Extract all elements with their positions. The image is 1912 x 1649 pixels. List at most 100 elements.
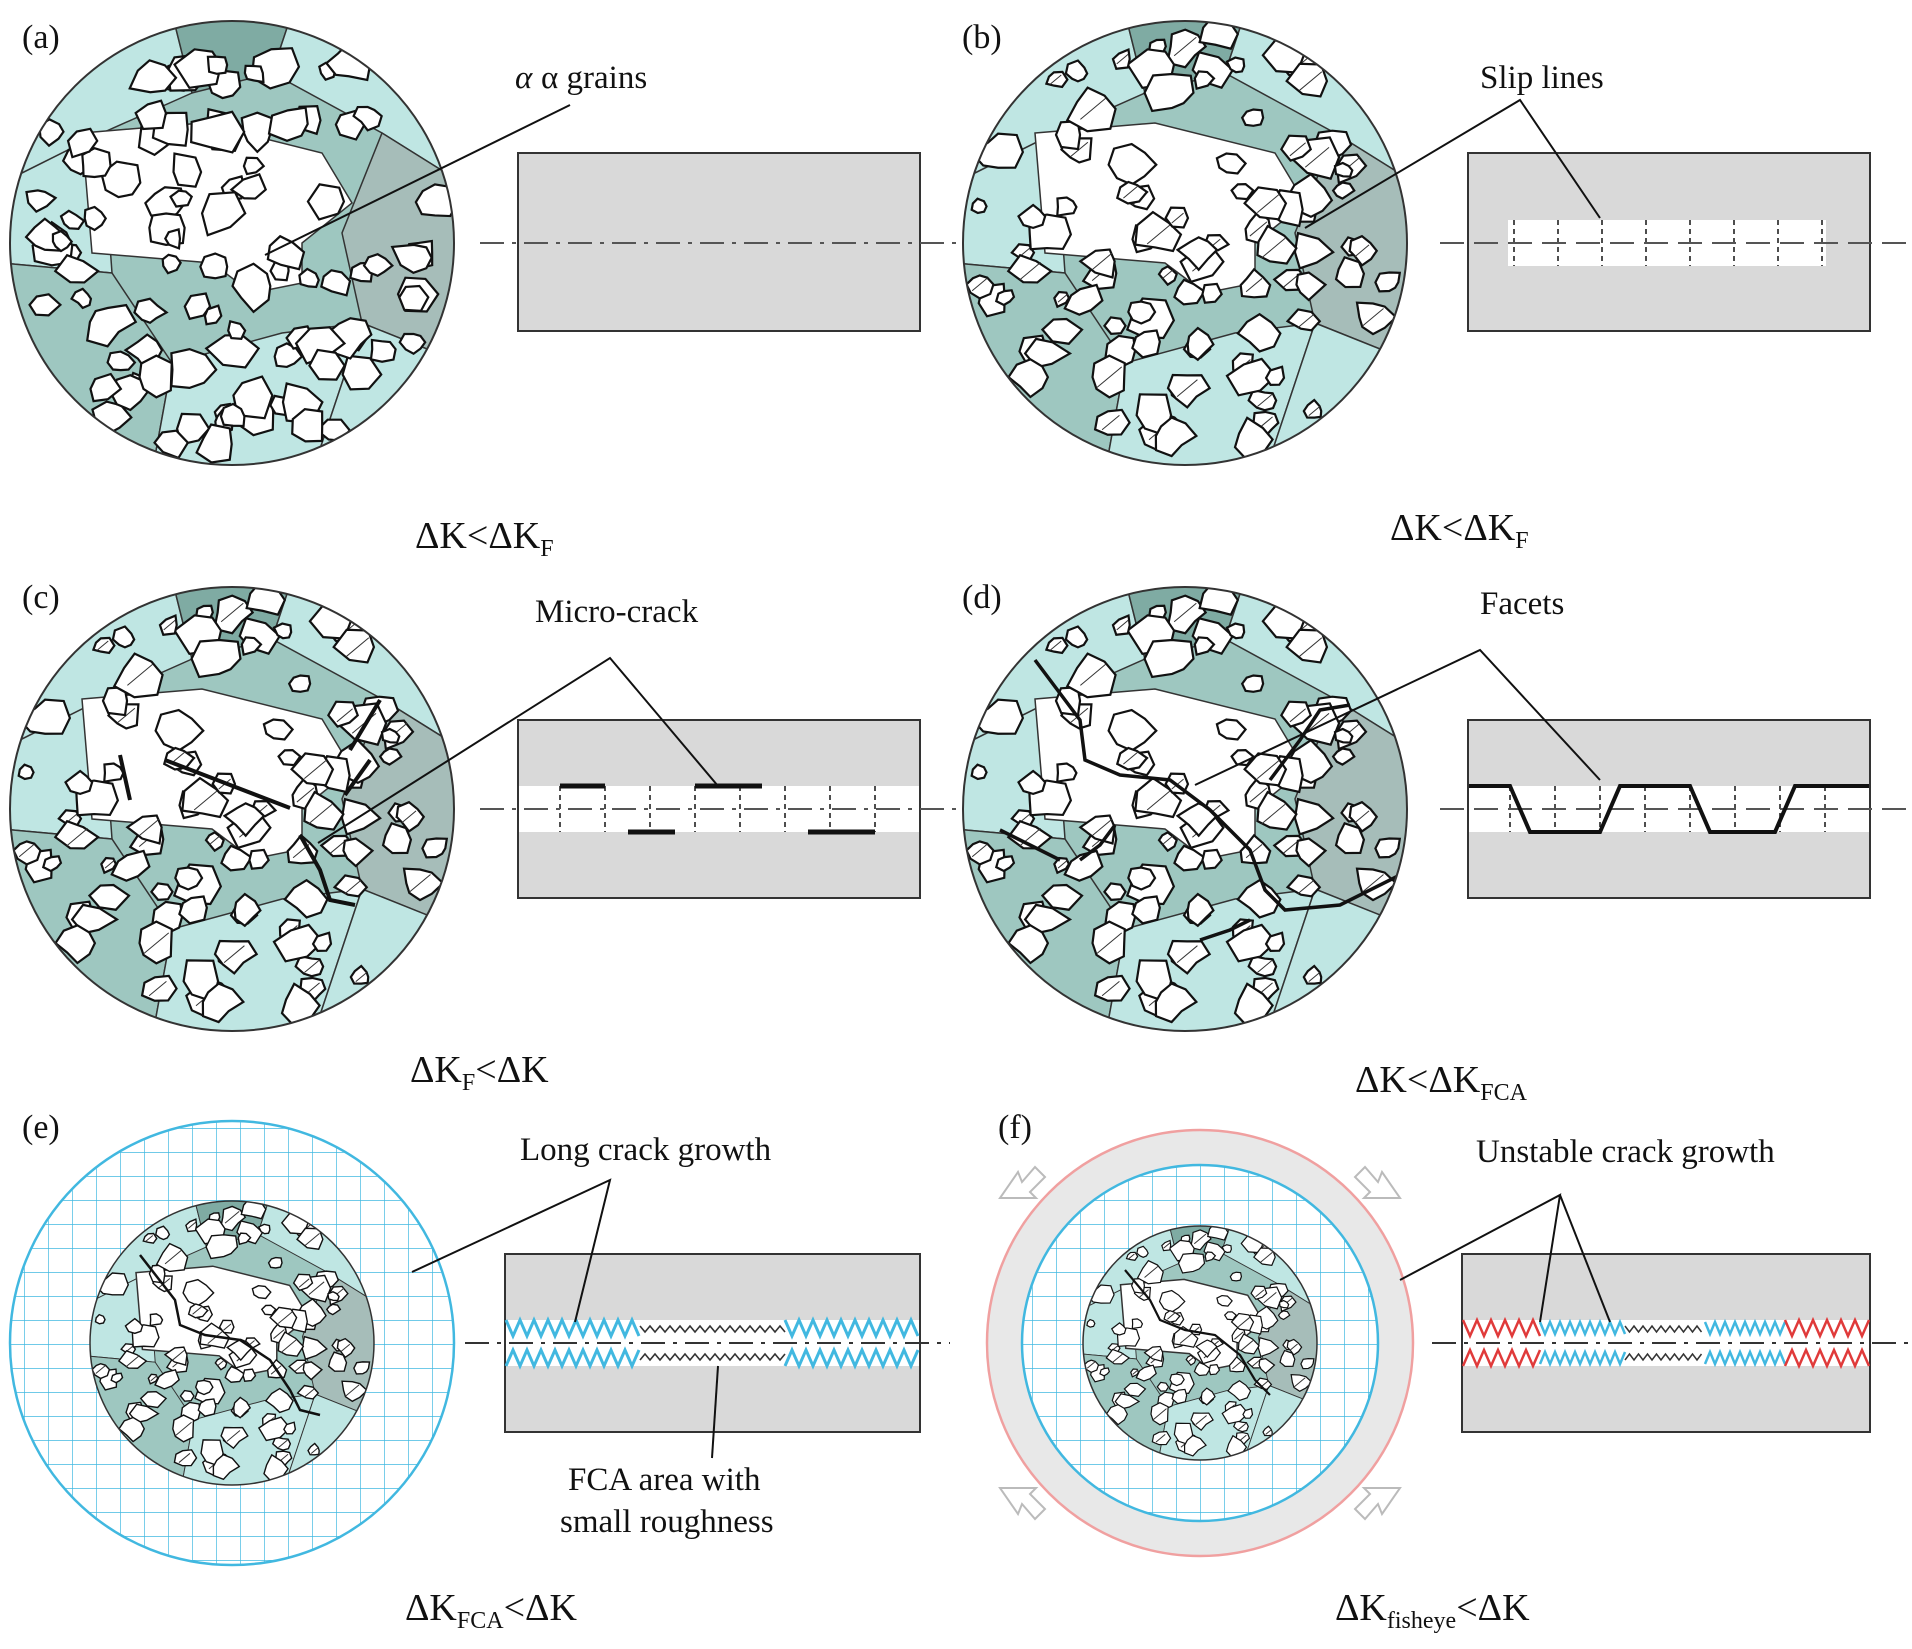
alpha-grain <box>1103 882 1127 901</box>
alpha-grain <box>134 99 168 131</box>
alpha-grain <box>381 821 413 855</box>
alpha-grain <box>269 1306 298 1329</box>
alpha-grain <box>1078 248 1116 279</box>
alpha-grain <box>164 228 182 250</box>
slip-line <box>1308 406 1321 417</box>
crack-profile <box>1703 1348 1787 1368</box>
alpha-grain <box>242 156 266 176</box>
slip-line <box>145 1235 154 1242</box>
alpha-grain <box>325 1303 342 1316</box>
alpha-grain <box>212 1453 241 1481</box>
alpha-grain <box>155 1225 171 1241</box>
slip-line <box>1116 53 1129 65</box>
condition-d: ΔK<ΔKFCA <box>1355 1059 1528 1106</box>
slip-line <box>1263 1291 1277 1304</box>
alpha-grain <box>172 1414 195 1443</box>
alpha-grain <box>1131 1318 1144 1330</box>
alpha-grain <box>298 267 320 289</box>
alpha-grain <box>1143 638 1195 679</box>
alpha-grain <box>231 262 272 314</box>
crack-profile <box>1461 1346 1542 1370</box>
alpha-grain <box>182 1278 215 1307</box>
slip-line <box>1237 1316 1251 1328</box>
alpha-grain <box>243 64 265 84</box>
alpha-grain <box>1183 1434 1207 1457</box>
alpha-grain <box>174 866 204 891</box>
slip-line <box>1146 790 1171 811</box>
alpha-grain <box>187 1303 209 1319</box>
slip-line <box>1297 880 1314 895</box>
alpha-grain <box>237 1232 252 1246</box>
alpha-grain <box>1169 1373 1185 1387</box>
slip-line <box>143 932 170 954</box>
slip-line <box>1101 414 1120 431</box>
alpha-grain <box>1216 1294 1233 1307</box>
slip-line <box>192 1305 203 1315</box>
slip-line <box>345 1384 360 1397</box>
alpha-grain <box>283 878 329 919</box>
alpha-grain <box>213 594 255 635</box>
alpha-grain <box>111 625 136 649</box>
callout-a: α grains <box>541 60 647 96</box>
alpha-grain <box>1374 271 1402 293</box>
slip-line <box>1167 1312 1176 1320</box>
alpha-grain <box>1091 354 1126 399</box>
alpha-grain <box>87 883 131 911</box>
slip-line <box>304 960 320 973</box>
alpha-grain <box>64 769 94 796</box>
alpha-grain <box>128 59 178 94</box>
alpha-grain <box>195 423 233 464</box>
alpha-grain <box>1166 28 1208 69</box>
alpha-grain <box>1017 203 1047 230</box>
alpha-grain <box>227 319 247 340</box>
alpha-grain <box>1127 866 1157 891</box>
alpha-grain <box>1227 1380 1252 1402</box>
alpha-grain <box>1154 982 1199 1024</box>
callout-d: Facets <box>1480 586 1564 622</box>
panel-label-e: (e) <box>22 1109 60 1146</box>
alpha-grain <box>110 849 151 882</box>
slip-line <box>1261 238 1286 259</box>
micro-cracks-in-grains-c <box>118 698 382 907</box>
alpha-grain <box>1186 326 1215 362</box>
alpha-grain <box>81 146 112 179</box>
alpha-grain <box>251 1284 272 1300</box>
slip-line <box>1112 1352 1124 1363</box>
alpha-grain <box>138 920 173 965</box>
alpha-grain <box>150 882 174 901</box>
slip-line <box>1261 804 1286 825</box>
alpha-grain <box>327 1290 340 1302</box>
alpha-grain <box>302 1361 324 1381</box>
slip-line <box>158 1278 171 1289</box>
microstructure-circle-a <box>10 21 454 465</box>
slip-line <box>1354 244 1370 258</box>
alpha-grain <box>332 874 369 898</box>
alpha-grain <box>1295 271 1328 302</box>
circle-outline-a <box>9 20 455 466</box>
slip-line <box>1171 212 1184 224</box>
leader-line-d <box>1194 648 1601 786</box>
alpha-grain <box>1229 1271 1243 1282</box>
microstructure-circle-b <box>963 21 1407 465</box>
alpha-grain <box>1091 920 1126 965</box>
slip-line <box>273 1329 285 1339</box>
slip-line <box>1257 394 1273 407</box>
alpha-grain <box>1040 883 1084 911</box>
leader-line-e2 <box>711 1365 719 1459</box>
slip-line <box>1057 293 1069 303</box>
alpha-grain <box>1215 152 1248 175</box>
alpha-grain <box>260 1304 277 1316</box>
slip-line <box>1289 1343 1298 1351</box>
alpha-grain <box>1200 1387 1216 1406</box>
alpha-grain <box>89 372 123 403</box>
alpha-grain <box>362 253 395 278</box>
alpha-grain <box>1056 196 1078 217</box>
slip-line <box>1019 262 1041 281</box>
alpha-grain <box>994 289 1016 307</box>
alpha-grain <box>1135 1364 1157 1382</box>
alpha-grain <box>1156 1381 1170 1392</box>
slip-line <box>971 843 988 858</box>
slip-line <box>277 1311 293 1324</box>
alpha-grain <box>1193 70 1216 91</box>
